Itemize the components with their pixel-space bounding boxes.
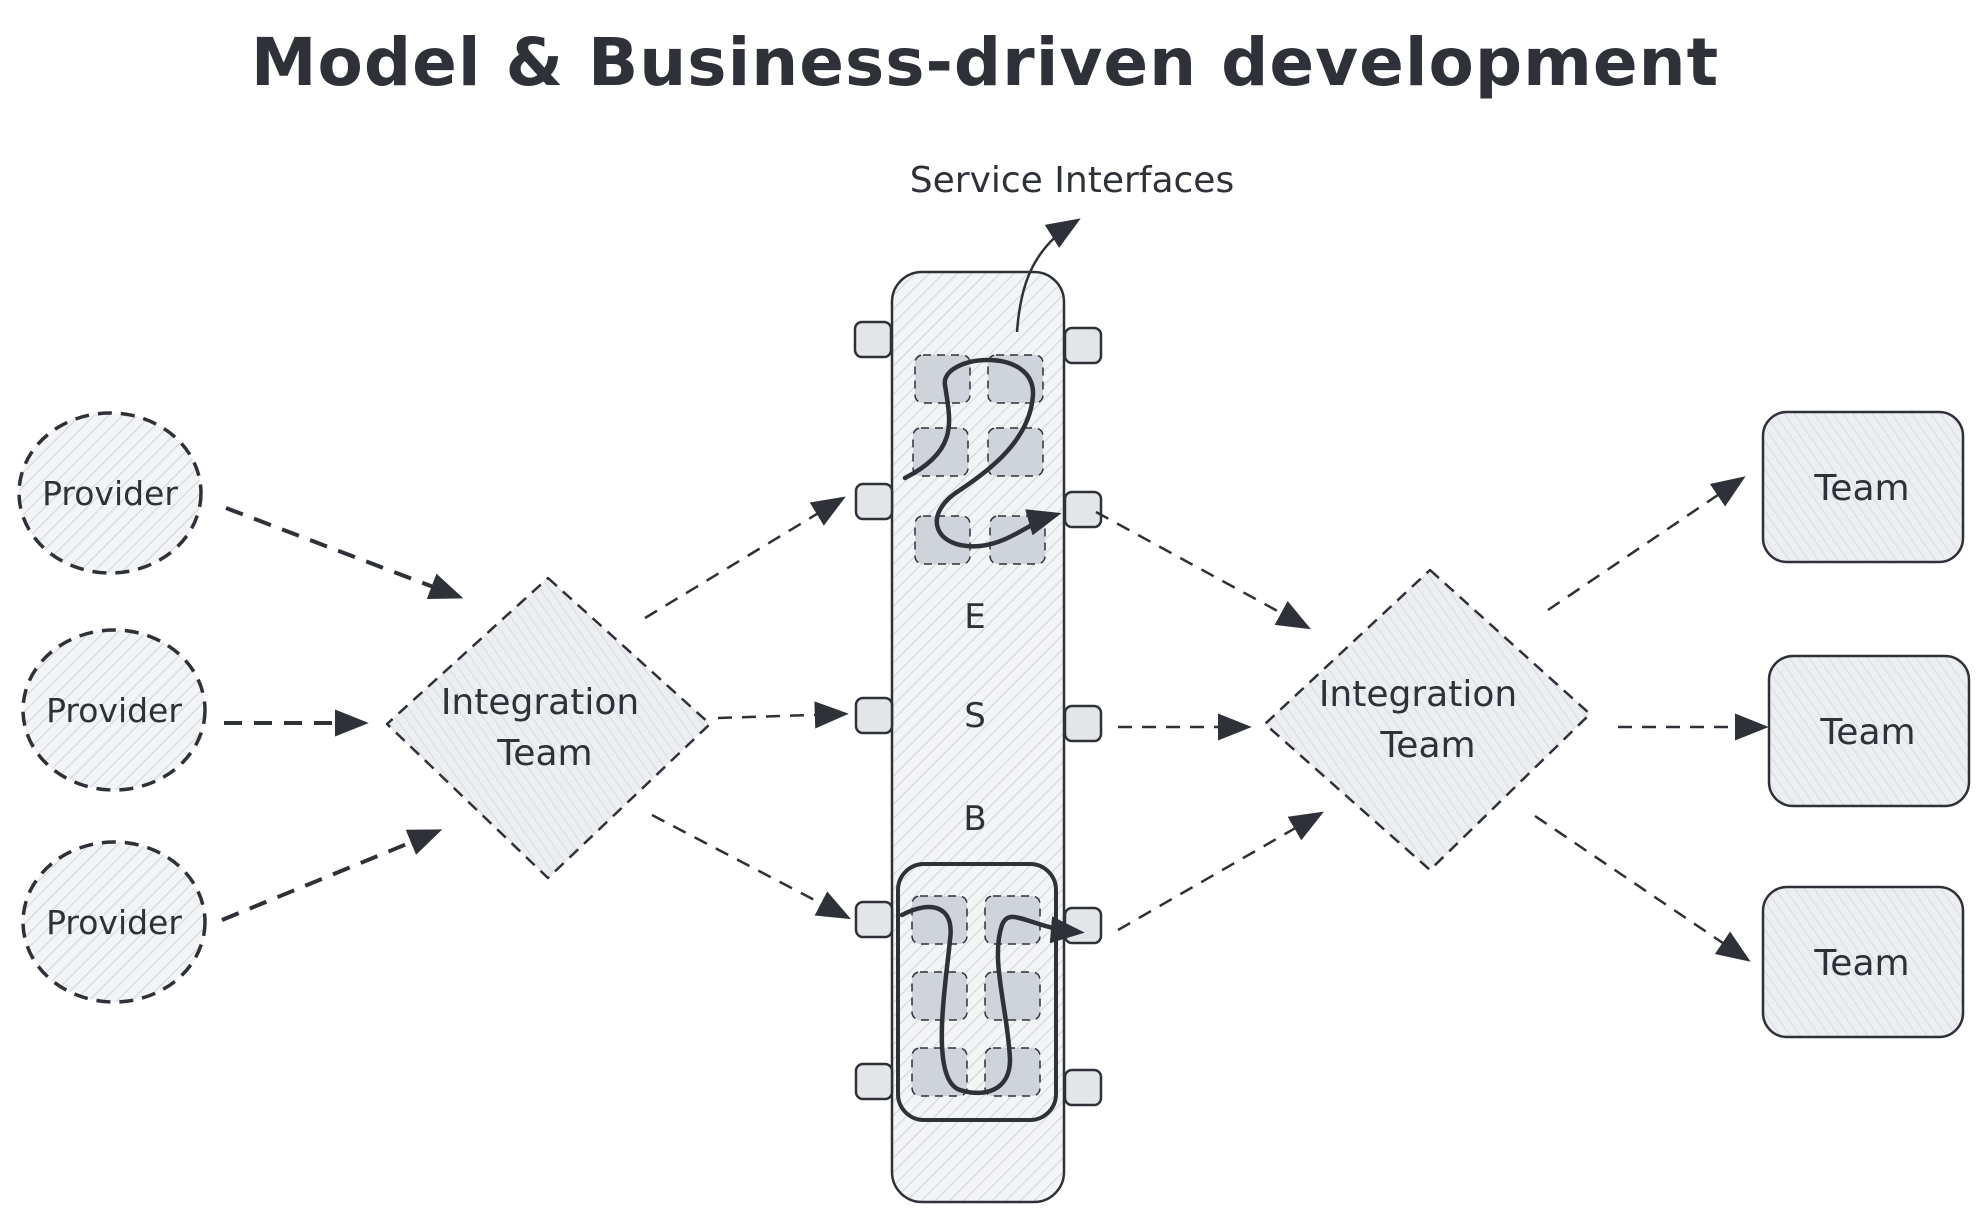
esb-port	[1063, 906, 1103, 945]
integration-label-line2: Team	[1379, 725, 1475, 766]
integration-team-left: Integration Team	[385, 576, 712, 880]
esb-letter-e: E	[964, 597, 985, 637]
team-node-2: Team	[1767, 654, 1971, 808]
service-block-bottom	[896, 862, 1085, 1122]
integration-team-right: Integration Team	[1263, 568, 1592, 872]
esb-port	[1063, 704, 1103, 743]
team-label: Team	[1813, 943, 1909, 984]
arrow-integration-left-to-esb-mid	[717, 701, 849, 729]
esb-port	[854, 900, 894, 939]
arrow-provider1-to-integration	[225, 506, 464, 600]
esb-port	[854, 696, 894, 735]
provider-label: Provider	[46, 691, 182, 730]
arrow-integration-left-to-esb-bottom	[651, 813, 852, 920]
esb-port	[1063, 326, 1103, 365]
service-interfaces-label: Service Interfaces	[910, 160, 1234, 201]
diagram-title: Model & Business-driven development	[251, 24, 1719, 101]
arrow-integration-right-to-team1	[1547, 476, 1746, 612]
esb-letter-s: S	[964, 696, 986, 736]
team-label: Team	[1819, 712, 1915, 753]
esb-port	[854, 482, 894, 521]
provider-node-1: Provider	[17, 411, 203, 575]
esb-port	[1063, 490, 1103, 529]
arrow-esb-to-integration-right-top	[1095, 510, 1311, 630]
team-label: Team	[1813, 468, 1909, 509]
provider-node-2: Provider	[21, 628, 207, 792]
service-block-top	[902, 354, 1062, 565]
integration-label-line2: Team	[496, 733, 592, 774]
esb-port	[853, 320, 893, 359]
arrow-integration-right-to-team3	[1534, 814, 1751, 962]
arrow-integration-left-to-esb-top	[644, 496, 846, 620]
integration-label-line1: Integration	[1319, 674, 1517, 715]
team-node-3: Team	[1761, 885, 1965, 1039]
provider-node-3: Provider	[21, 840, 207, 1004]
esb-bus: E S B	[853, 270, 1103, 1204]
integration-label-line1: Integration	[441, 682, 639, 723]
esb-port	[854, 1062, 894, 1101]
provider-label: Provider	[42, 474, 178, 513]
esb-port	[1063, 1068, 1103, 1107]
arrow-esb-to-integration-right-bottom	[1117, 811, 1324, 932]
arrow-provider3-to-integration	[221, 829, 443, 922]
service-interfaces-arrow	[1015, 218, 1081, 333]
team-node-1: Team	[1761, 410, 1965, 564]
provider-label: Provider	[46, 903, 182, 942]
esb-letter-b: B	[963, 799, 986, 839]
